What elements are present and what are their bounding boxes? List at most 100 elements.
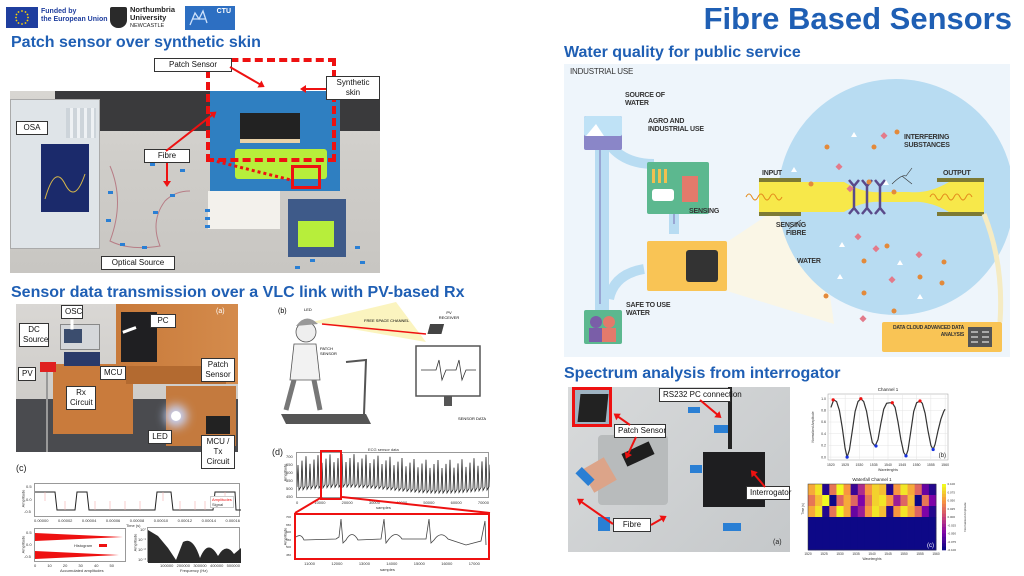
panel-letter-b: (b) <box>939 453 946 459</box>
hist-xtick: 50 <box>109 563 114 568</box>
heatmap-cell <box>808 539 816 551</box>
person-icon <box>603 316 615 328</box>
heatmap-cell <box>815 495 823 507</box>
ecg-zoom-xtick: 17000 <box>468 561 480 566</box>
ecg-zoom-yticks: 700 650 600 550 500 450 <box>286 515 291 557</box>
spec-ytick: 10° <box>140 527 147 532</box>
spec-xtick: 500000 <box>226 563 240 568</box>
heatmap-cell <box>836 484 844 496</box>
y-tick-label: 0.8 <box>821 409 826 413</box>
blue-tape <box>690 465 702 473</box>
x-tick-label: 1540 <box>868 552 876 556</box>
x-axis-label: Wavelenghts <box>863 557 882 561</box>
ecg-zoom-xtick: 12000 <box>331 561 343 566</box>
particles-circle-icon <box>808 129 947 314</box>
ecg-xtick: 70000 <box>477 500 489 505</box>
input-wave-icon <box>745 193 783 201</box>
colorbar-tick-label: 0.025 <box>948 507 956 511</box>
heatmap-cell <box>914 506 923 518</box>
colorbar-segment <box>942 533 946 538</box>
person-body <box>289 343 321 381</box>
heatmap-cell <box>872 517 880 529</box>
label-interrogator: Interrogator <box>746 486 791 500</box>
input-cladding <box>759 178 801 182</box>
colorbar-segment <box>942 503 946 508</box>
heatmap-cell <box>893 484 901 496</box>
info-agro-industrial: AGRO AND INDUSTRIAL USE <box>648 118 704 133</box>
plot-ecg-full <box>296 452 492 498</box>
x-tick-label: 1545 <box>884 552 892 556</box>
eu-flag-logo <box>6 7 38 28</box>
hist-legend: Histogram <box>74 543 93 548</box>
label-optical-source: Optical Source <box>101 256 175 270</box>
trough-point <box>845 455 849 459</box>
peak-point <box>859 397 863 401</box>
colorbar-segment <box>942 497 946 501</box>
heatmap-cell <box>893 495 901 507</box>
section-title-water-quality: Water quality for public service <box>564 44 801 61</box>
panel-a-letter: (a) <box>216 308 225 315</box>
spec-xlabel: Frequency (Hz) <box>180 568 208 573</box>
heatmap-cell <box>907 528 916 540</box>
heatmap-cell <box>886 539 894 551</box>
blue-tape <box>714 425 728 433</box>
ecg-ylabel: Amplitude <box>282 463 288 482</box>
photo-letter-a: (a) <box>773 539 782 546</box>
person-icon <box>590 316 602 328</box>
heatmap-cell <box>907 517 916 529</box>
heatmap-cell <box>928 539 937 551</box>
label-pc: PC <box>150 314 176 328</box>
panel-d-letter: (d) <box>272 447 283 457</box>
heatmap-cell <box>815 506 823 518</box>
x-tick-label: 1530 <box>836 552 844 556</box>
osa-screen <box>41 144 89 212</box>
ecg-ytick: 600 <box>286 470 293 475</box>
heatmap-cell <box>815 517 823 529</box>
label-rs232: RS232 PC connection <box>659 388 742 402</box>
ecg-full-trace <box>296 453 492 495</box>
output-cladding <box>937 212 984 216</box>
spec-xtick: 200000 <box>176 563 191 568</box>
y-tick-label: 1.0 <box>821 397 826 401</box>
plot-spectrum <box>147 527 241 563</box>
oscilloscope <box>60 324 100 350</box>
sensing-fibre <box>759 182 984 212</box>
colorbar-segment <box>942 523 946 528</box>
heatmap-cell <box>893 528 901 540</box>
particles-triangle-icon <box>791 132 923 299</box>
heatmap-cell <box>864 517 873 529</box>
heatmap-cell <box>857 539 866 551</box>
heatmap-cell <box>857 528 866 540</box>
c-xtick: 0.00016 <box>225 518 240 523</box>
heatmap-cell <box>879 495 887 507</box>
nu-line3: NEWCASTLE <box>130 23 165 29</box>
heatmap-cell <box>872 528 880 540</box>
y-tick-label: 0.0 <box>821 455 826 459</box>
heatmap-cell <box>893 506 901 518</box>
hist-ytick: -0.5 <box>24 554 31 559</box>
label-interrogator-fibre: Fibre <box>613 518 651 532</box>
blue-tape <box>723 523 741 531</box>
output-data-link <box>981 213 1004 323</box>
label-patch-sensor-vlc: Patch Sensor <box>201 358 235 382</box>
pv-panel <box>40 362 56 372</box>
heatmap-cell <box>829 495 837 507</box>
plot-signal-amplitude <box>34 483 241 517</box>
heatmap-cell <box>857 495 866 507</box>
tripod <box>46 372 48 452</box>
info-sensing-fibre: SENSING FIBRE <box>775 222 806 237</box>
colorbar-tick-label: 0.100 <box>948 482 956 486</box>
heatmap-cell <box>879 517 887 529</box>
spec-xticks: 100000 200000 300000 400000 500000 <box>160 563 240 568</box>
c-xtick: 0.00014 <box>201 518 217 523</box>
heatmap-cell <box>843 495 852 507</box>
x-tick-label: 1540 <box>884 463 892 467</box>
spec-ytick: 10⁻³ <box>138 557 146 562</box>
ecg-zoom-xtick: 16000 <box>441 561 453 566</box>
eu-line1: Funded by <box>41 8 77 15</box>
colorbar-segment <box>942 513 946 518</box>
photo-patch-sensor-setup <box>10 91 380 273</box>
heatmap-cell <box>921 495 930 507</box>
blue-tape <box>688 407 700 413</box>
